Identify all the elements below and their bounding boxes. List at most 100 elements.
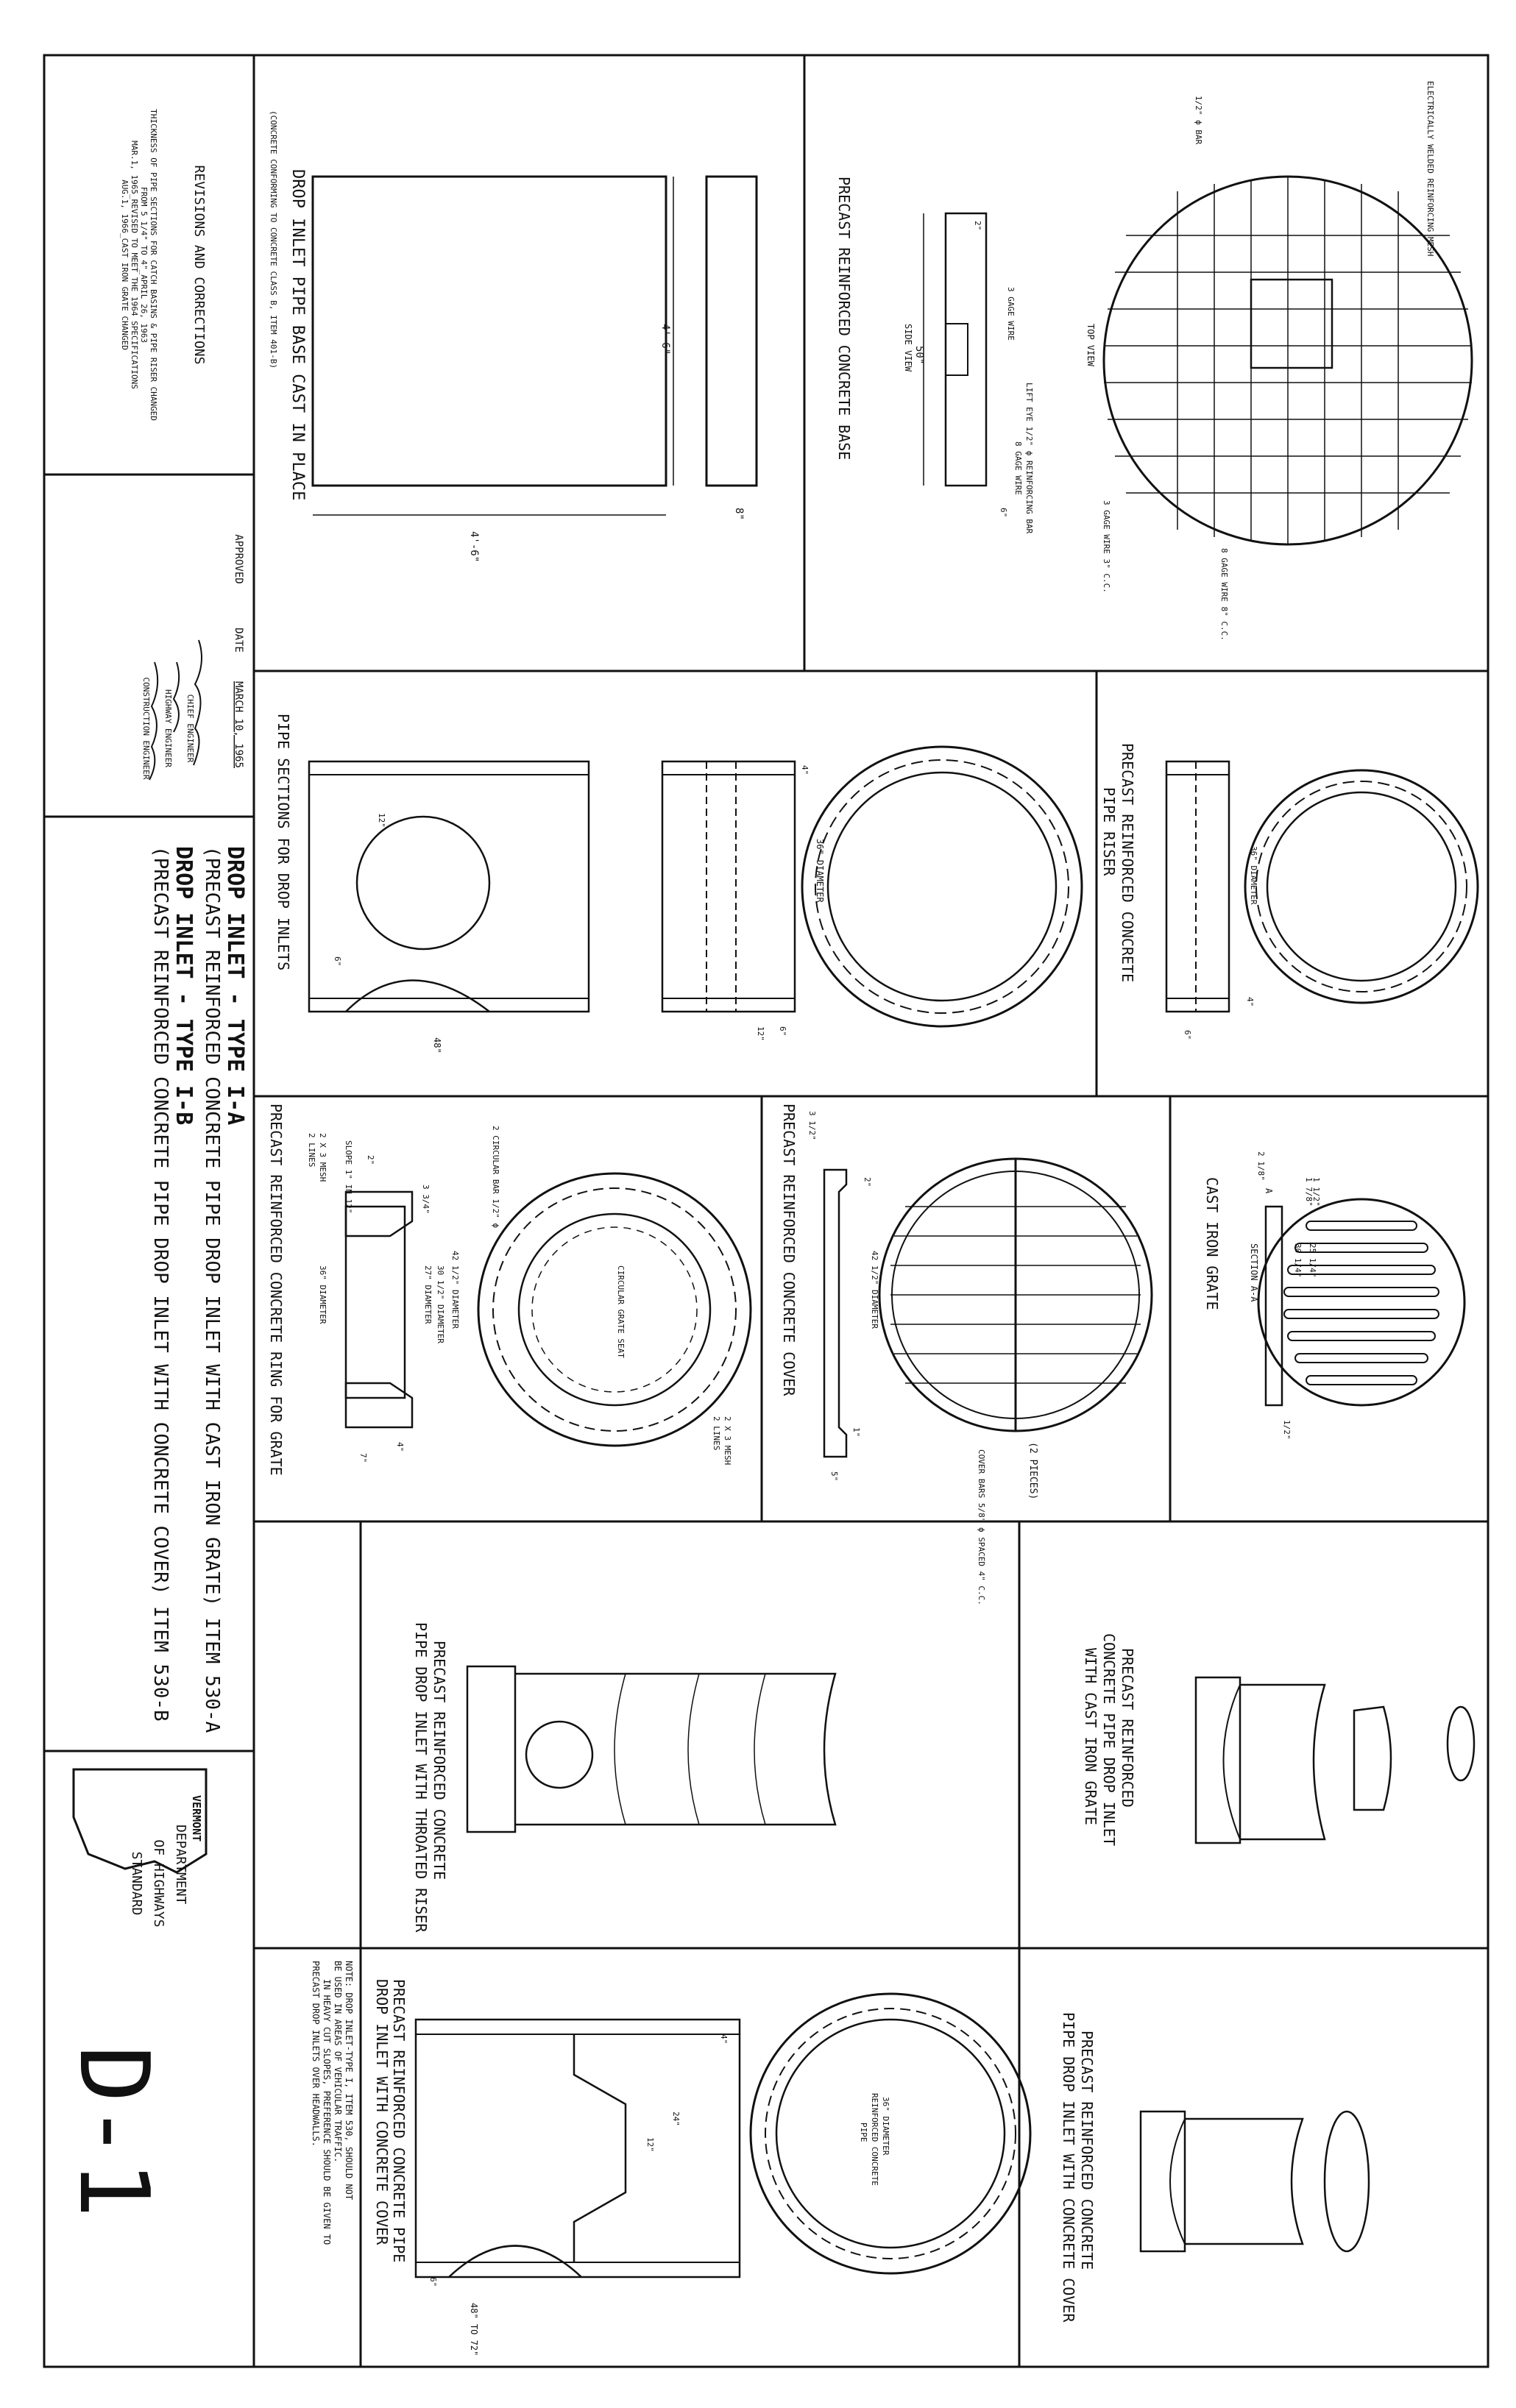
title-type-1a: DROP INLET - TYPE I-A: [222, 846, 248, 1125]
precast-base-top-view-label: TOP VIEW: [1085, 324, 1096, 367]
ring-plan-view: [477, 1172, 752, 1447]
panel-iso-throated: PRECAST REINFORCED CONCRETE PIPE DROP IN…: [412, 1622, 837, 1933]
iso-grate-title-1: PRECAST REINFORCED: [1119, 1648, 1136, 1808]
panel-concrete-cover: 3 1/2" 42 1/2" DIAMETER 2" 1" 5" (2 PIEC…: [780, 1104, 1153, 1605]
pipe-diameter: 36" DIAMETER: [815, 839, 825, 903]
cover-section-diameter-2: REINFORCED CONCRETE: [870, 2093, 879, 2186]
pipe-sections-title: PIPE SECTIONS FOR DROP INLETS: [274, 714, 292, 970]
sheet-frame: [43, 54, 1490, 2368]
panel-precast-base: 50" 6" 2" 3 GAGE WIRE LIFT EYE 1/2" ϕ RE…: [835, 81, 1473, 641]
revision-line-1: THICKNESS OF PIPE SECTIONS FOR CATCH BAS…: [149, 109, 158, 421]
riser-diameter: 36" DIAMETER: [1249, 846, 1258, 905]
date-value: MARCH 10, 1965: [233, 681, 244, 768]
iso-throated-title-2: PIPE DROP INLET WITH THROATED RISER: [412, 1622, 430, 1933]
precast-base-mesh: ELECTRICALLY WELDED REINFORCING MESH: [1425, 81, 1435, 256]
ring-mesh-2: 2 X 3 MESH: [723, 1416, 732, 1465]
panel-iso-grate: PRECAST REINFORCED CONCRETE PIPE DROP IN…: [1082, 1633, 1476, 1846]
cover-section-title-2: DROP INLET WITH CONCRETE COVER: [373, 1979, 391, 2245]
ring-circular-bar: 2 CIRCULAR BAR 1/2" ϕ: [491, 1126, 500, 1228]
pipe-riser-end-view: [1244, 769, 1479, 1004]
panel-pipe-sections: 12" 6" 48" 4" 36" DIAMETER 12" 6" PIPE S…: [274, 714, 1083, 1054]
precast-base-dim-2: 2": [973, 221, 982, 230]
ring-dim-27: 27" DIAMETER: [423, 1265, 433, 1324]
grate-title: CAST IRON GRATE: [1203, 1177, 1221, 1310]
base-subtitle: (CONCRETE CONFORMING TO CONCRETE CLASS B…: [269, 110, 278, 369]
panel-base-cast-in-place: 4'-6" 4'-6" 8" DROP INLET PIPE BASE CAST…: [269, 110, 758, 562]
iso-grate-title-3: WITH CAST IRON GRATE: [1082, 1648, 1099, 1825]
subtitle-type-1a: (PRECAST REINFORCED CONCRETE PIPE DROP I…: [201, 846, 223, 1733]
cover-section-dim-48-72: 48" TO 72": [469, 2303, 479, 2356]
cover-section-diameter-3: PIPE: [859, 2123, 868, 2142]
note-line-1: NOTE: DROP INLET-TYPE I, ITEM 530, SHOUL…: [344, 1961, 354, 2200]
cover-section-title-1: PRECAST REINFORCED CONCRETE PIPE: [390, 1979, 408, 2262]
ring-dim-2: 2": [366, 1155, 375, 1165]
sheet-number: D-1: [58, 2045, 170, 2218]
panel-ring-for-grate: 2 LINES 2 X 3 MESH 2 CIRCULAR BAR 1/2" ϕ…: [267, 1104, 752, 1476]
panel-pipe-riser: 36" DIAMETER 4" 6" PRECAST REINFORCED CO…: [1100, 743, 1479, 1040]
cover-dim-1: 1": [851, 1427, 861, 1437]
grate-dim-218: 2 1/8": [1256, 1151, 1266, 1181]
pipe-section-end-view: [801, 745, 1083, 1028]
precast-base-dim-50: 50": [913, 346, 925, 364]
highway-engineer-label: HIGHWAY ENGINEER: [163, 689, 173, 767]
chief-engineer-label: CHIEF ENGINEER: [185, 695, 195, 763]
note-block: NOTE: DROP INLET-TYPE I, ITEM 530, SHOUL…: [311, 1961, 354, 2245]
base-title: DROP INLET PIPE BASE CAST IN PLACE: [288, 169, 307, 500]
note-line-3: IN HEAVY CUT SLOPES, PREFERENCE SHOULD B…: [322, 1979, 332, 2245]
agency-block: VERMONT DEPARTMENT OF HIGHWAYS STANDARD …: [58, 1768, 208, 2218]
riser-dim-6: 6": [1183, 1030, 1192, 1040]
base-dim-thick: 8": [733, 508, 745, 520]
cover-section-diameter-1: 36" DIAMETER: [881, 2097, 890, 2156]
pipe-dim-12: 12": [377, 813, 386, 828]
pipe-dim-4: 4": [800, 765, 810, 775]
grate-section-label: SECTION A-A: [1249, 1243, 1259, 1302]
approval-block: APPROVED DATE MARCH 10, 1965 CHIEF ENGIN…: [141, 534, 244, 781]
riser-title-1: PRECAST REINFORCED CONCRETE: [1119, 743, 1136, 982]
ring-dim-30: 30 1/2" DIAMETER: [436, 1265, 445, 1343]
precast-base-wire-8: 8 GAGE WIRE: [1013, 441, 1023, 495]
vermont-state-outline: [72, 1768, 208, 1874]
pipe-dim-6b: 6": [778, 1026, 787, 1036]
cover-section-end-view: [749, 1992, 1032, 2275]
cover-pieces: (2 PIECES): [1027, 1442, 1038, 1499]
grate-dim-178: 1 7/8": [1304, 1177, 1314, 1207]
grate-dim-2514: 25 1/4": [1308, 1243, 1317, 1277]
cover-section-dim-6: 6": [428, 2277, 438, 2287]
cover-dim-2: 2": [863, 1177, 872, 1187]
iso-cover-title-2: PIPE DROP INLET WITH CONCRETE COVER: [1060, 2012, 1077, 2323]
title-type-1b: DROP INLET - TYPE I-B: [171, 846, 196, 1125]
agency-standard: STANDARD: [129, 1852, 144, 1916]
iso-cover-title-1: PRECAST REINFORCED CONCRETE: [1078, 2031, 1096, 2270]
riser-title-2: PIPE RISER: [1100, 787, 1118, 876]
grate-plan-view: [1257, 1198, 1466, 1407]
precast-base-title: PRECAST REINFORCED CONCRETE BASE: [835, 177, 853, 460]
reinforcing-mesh: [1104, 177, 1472, 544]
revision-line-2: FROM 5 1/4" TO 4"_APRIL 26, 1963: [139, 187, 149, 343]
ring-mesh-1: 2 X 3 MESH: [318, 1133, 327, 1182]
ring-dim-7: 7": [358, 1453, 368, 1463]
cover-bars-note: COVER BARS 5/8" ϕ SPACED 4" C.C.: [977, 1449, 986, 1605]
iso-grate-title-2: CONCRETE PIPE DROP INLET: [1100, 1633, 1118, 1846]
panel-iso-cover: PRECAST REINFORCED CONCRETE PIPE DROP IN…: [1060, 2012, 1370, 2323]
ring-dim-36: 36" DIAMETER: [318, 1265, 327, 1324]
title-block: DROP INLET - TYPE I-A (PRECAST REINFORCE…: [149, 846, 248, 1733]
pipe-saddle-cut: [345, 979, 490, 1012]
revisions-block: REVISIONS AND CORRECTIONS THICKNESS OF P…: [120, 109, 207, 421]
agency-vermont: VERMONT: [190, 1795, 203, 1841]
cover-bars: [890, 1206, 1141, 1384]
precast-base-dim-6: 6": [999, 508, 1008, 517]
precast-base-side-view-label: SIDE VIEW: [903, 324, 913, 372]
pipe-opening: [355, 815, 491, 951]
note-line-2: BE USED IN AREAS OF VEHICULAR TRAFFIC.: [333, 1961, 343, 2163]
signature-construction: [149, 661, 159, 781]
ring-lines-2: 2 LINES: [712, 1416, 721, 1450]
cover-section-dim-4: 4": [719, 2034, 729, 2044]
cover-section-dim-12: 12": [645, 2137, 655, 2152]
precast-base-wire-3: 3 GAGE WIRE: [1006, 287, 1016, 341]
revision-line-3: MAR.1, 1965_REVISED TO MEET THE 1964 SPE…: [130, 141, 139, 389]
precast-base-wire-8-cc: 8 GAGE WIRE 8" C.C.: [1219, 548, 1229, 641]
base-dim-bottom: 4'-6": [468, 531, 480, 562]
ring-title: PRECAST REINFORCED CONCRETE RING FOR GRA…: [267, 1104, 285, 1476]
precast-base-side-view: [944, 212, 988, 487]
cover-dim-5: 5": [829, 1471, 839, 1481]
